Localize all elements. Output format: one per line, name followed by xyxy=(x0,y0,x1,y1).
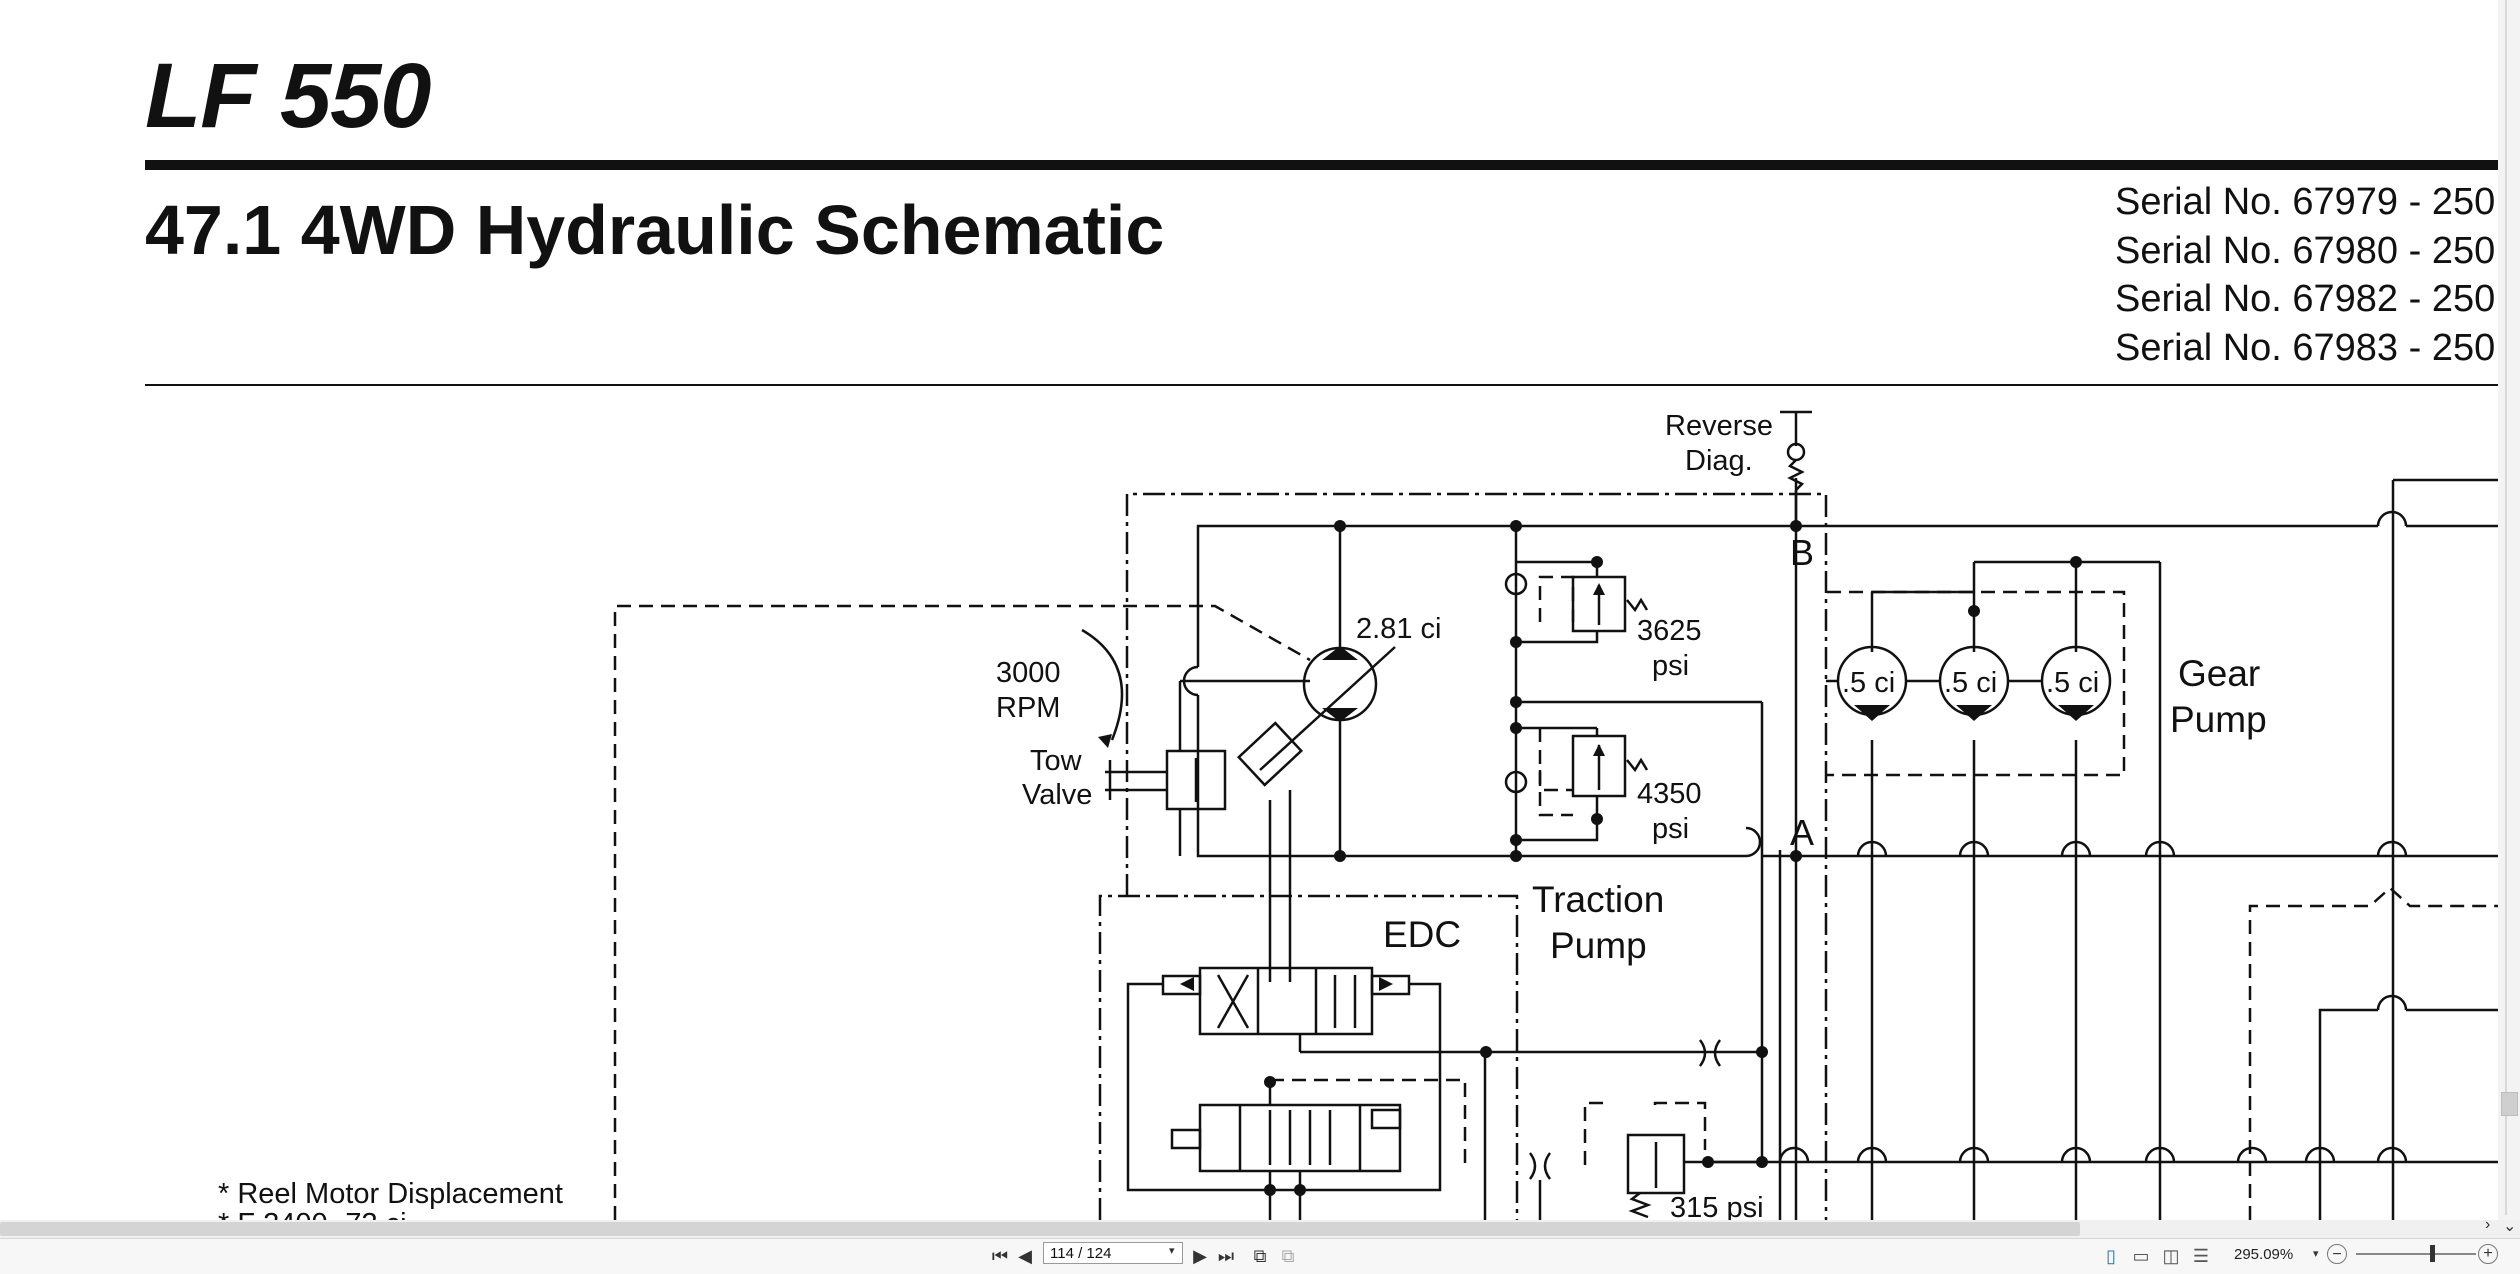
single-page-view-icon[interactable]: ▯ xyxy=(2106,1246,2116,1266)
hydraulic-schematic: Reverse Diag. B A 2.81 ci 3000 RPM Tow V… xyxy=(613,410,2498,1220)
edc-label: EDC xyxy=(1383,914,1461,955)
previous-page-icon[interactable]: ◀ xyxy=(1018,1246,1032,1266)
junction-dots xyxy=(1264,520,2082,1196)
line-crossovers xyxy=(1710,560,2498,1220)
zoom-level[interactable]: 295.09% xyxy=(2234,1246,2294,1263)
rpm-value-label: 3000 xyxy=(996,657,1061,689)
zoom-slider-thumb[interactable] xyxy=(2430,1245,2435,1262)
rpm-unit-label: RPM xyxy=(996,692,1060,724)
traction-pump-label: Pump xyxy=(1550,925,1647,966)
relief-valves xyxy=(1504,560,1649,842)
previous-view-icon[interactable]: ⧉ xyxy=(1253,1246,1267,1266)
relief-3625-unit: psi xyxy=(1652,650,1689,682)
gear-pump-label: Pump xyxy=(2170,699,2267,740)
footnote-partial: * F 2400 -73 ci xyxy=(218,1208,407,1220)
facing-pages-view-icon[interactable]: ◫ xyxy=(2162,1246,2180,1266)
relief-4350-label: 4350 xyxy=(1637,778,1702,810)
serial-item: Serial No. 67979 - 250 xyxy=(2115,181,2496,223)
document-page: LF 550 47.1 4WD Hydraulic Schematic Seri… xyxy=(145,45,2498,1220)
charge-relief-label: 315 psi xyxy=(1670,1192,1764,1220)
zoom-slider-track[interactable] xyxy=(2356,1253,2476,1255)
scroll-down-icon[interactable]: ⌄ xyxy=(2503,1218,2517,1235)
vertical-scroll-track xyxy=(2505,0,2507,1215)
relief-4350-unit: psi xyxy=(1652,813,1689,845)
zoom-in-icon[interactable]: + xyxy=(2478,1244,2498,1264)
title-rule xyxy=(145,160,2498,170)
reel-motor-footnote: * Reel Motor Displacement xyxy=(218,1178,563,1210)
port-b-label: B xyxy=(1790,532,1814,573)
displacement-label: 2.81 ci xyxy=(1356,613,1441,645)
gear-label: Gear xyxy=(2178,653,2260,694)
serial-list: Serial No. 67979 - 250 Serial No. 67980 … xyxy=(2115,178,2495,372)
port-a-label: A xyxy=(1790,812,1814,853)
charge-relief-symbol xyxy=(1528,1039,1762,1220)
horizontal-scroll-thumb[interactable] xyxy=(0,1222,2080,1236)
next-page-icon[interactable]: ▶ xyxy=(1193,1246,1207,1266)
continuous-facing-view-icon[interactable]: ☰ xyxy=(2192,1246,2210,1266)
page-dropdown-icon[interactable]: ▾ xyxy=(1169,1245,1175,1257)
zoom-out-icon[interactable]: − xyxy=(2327,1244,2347,1264)
zoom-dropdown-icon[interactable]: ▾ xyxy=(2313,1248,2319,1260)
main-loop xyxy=(1180,478,2498,1220)
diag-label: Diag. xyxy=(1685,445,1753,477)
edc-valves xyxy=(1126,966,1762,1220)
first-page-icon[interactable]: ⏮ xyxy=(991,1246,1009,1266)
traction-label: Traction xyxy=(1532,879,1664,920)
continuous-view-icon[interactable]: ▭ xyxy=(2132,1246,2150,1266)
page-number-input[interactable]: 114 / 124 xyxy=(1043,1242,1183,1264)
serial-item: Serial No. 67983 - 250 xyxy=(2115,326,2496,369)
tow-label: Tow xyxy=(1030,745,1083,777)
gear-pump-1-label: .5 ci xyxy=(1842,667,1895,699)
scroll-right-icon[interactable]: › xyxy=(2485,1216,2491,1233)
reverse-diag-symbol xyxy=(1780,410,1812,526)
gear-pump-3-label: .5 ci xyxy=(2046,667,2099,699)
viewer-status-bar xyxy=(0,1238,2520,1274)
last-page-icon[interactable]: ⏭ xyxy=(1217,1246,1235,1266)
document-title: LF 550 xyxy=(145,45,431,147)
valve-label: Valve xyxy=(1022,779,1092,811)
next-view-icon[interactable]: ⧉ xyxy=(1281,1246,1295,1266)
main-pump-symbol xyxy=(1081,628,1396,982)
section-title: 47.1 4WD Hydraulic Schematic xyxy=(145,191,1165,269)
reverse-label: Reverse xyxy=(1665,410,1773,442)
header-rule xyxy=(145,384,2498,386)
vertical-scrollbar[interactable] xyxy=(2498,0,2520,1220)
vertical-scroll-thumb[interactable] xyxy=(2501,1092,2518,1116)
relief-3625-label: 3625 xyxy=(1637,615,1702,647)
gear-pump-2-label: .5 ci xyxy=(1944,667,1997,699)
tow-valve-symbol xyxy=(1105,681,1227,856)
serial-item: Serial No. 67982 - 250 xyxy=(2115,278,2496,320)
schematic-fills xyxy=(1098,583,2094,991)
serial-item: Serial No. 67980 - 250 xyxy=(2115,229,2496,272)
